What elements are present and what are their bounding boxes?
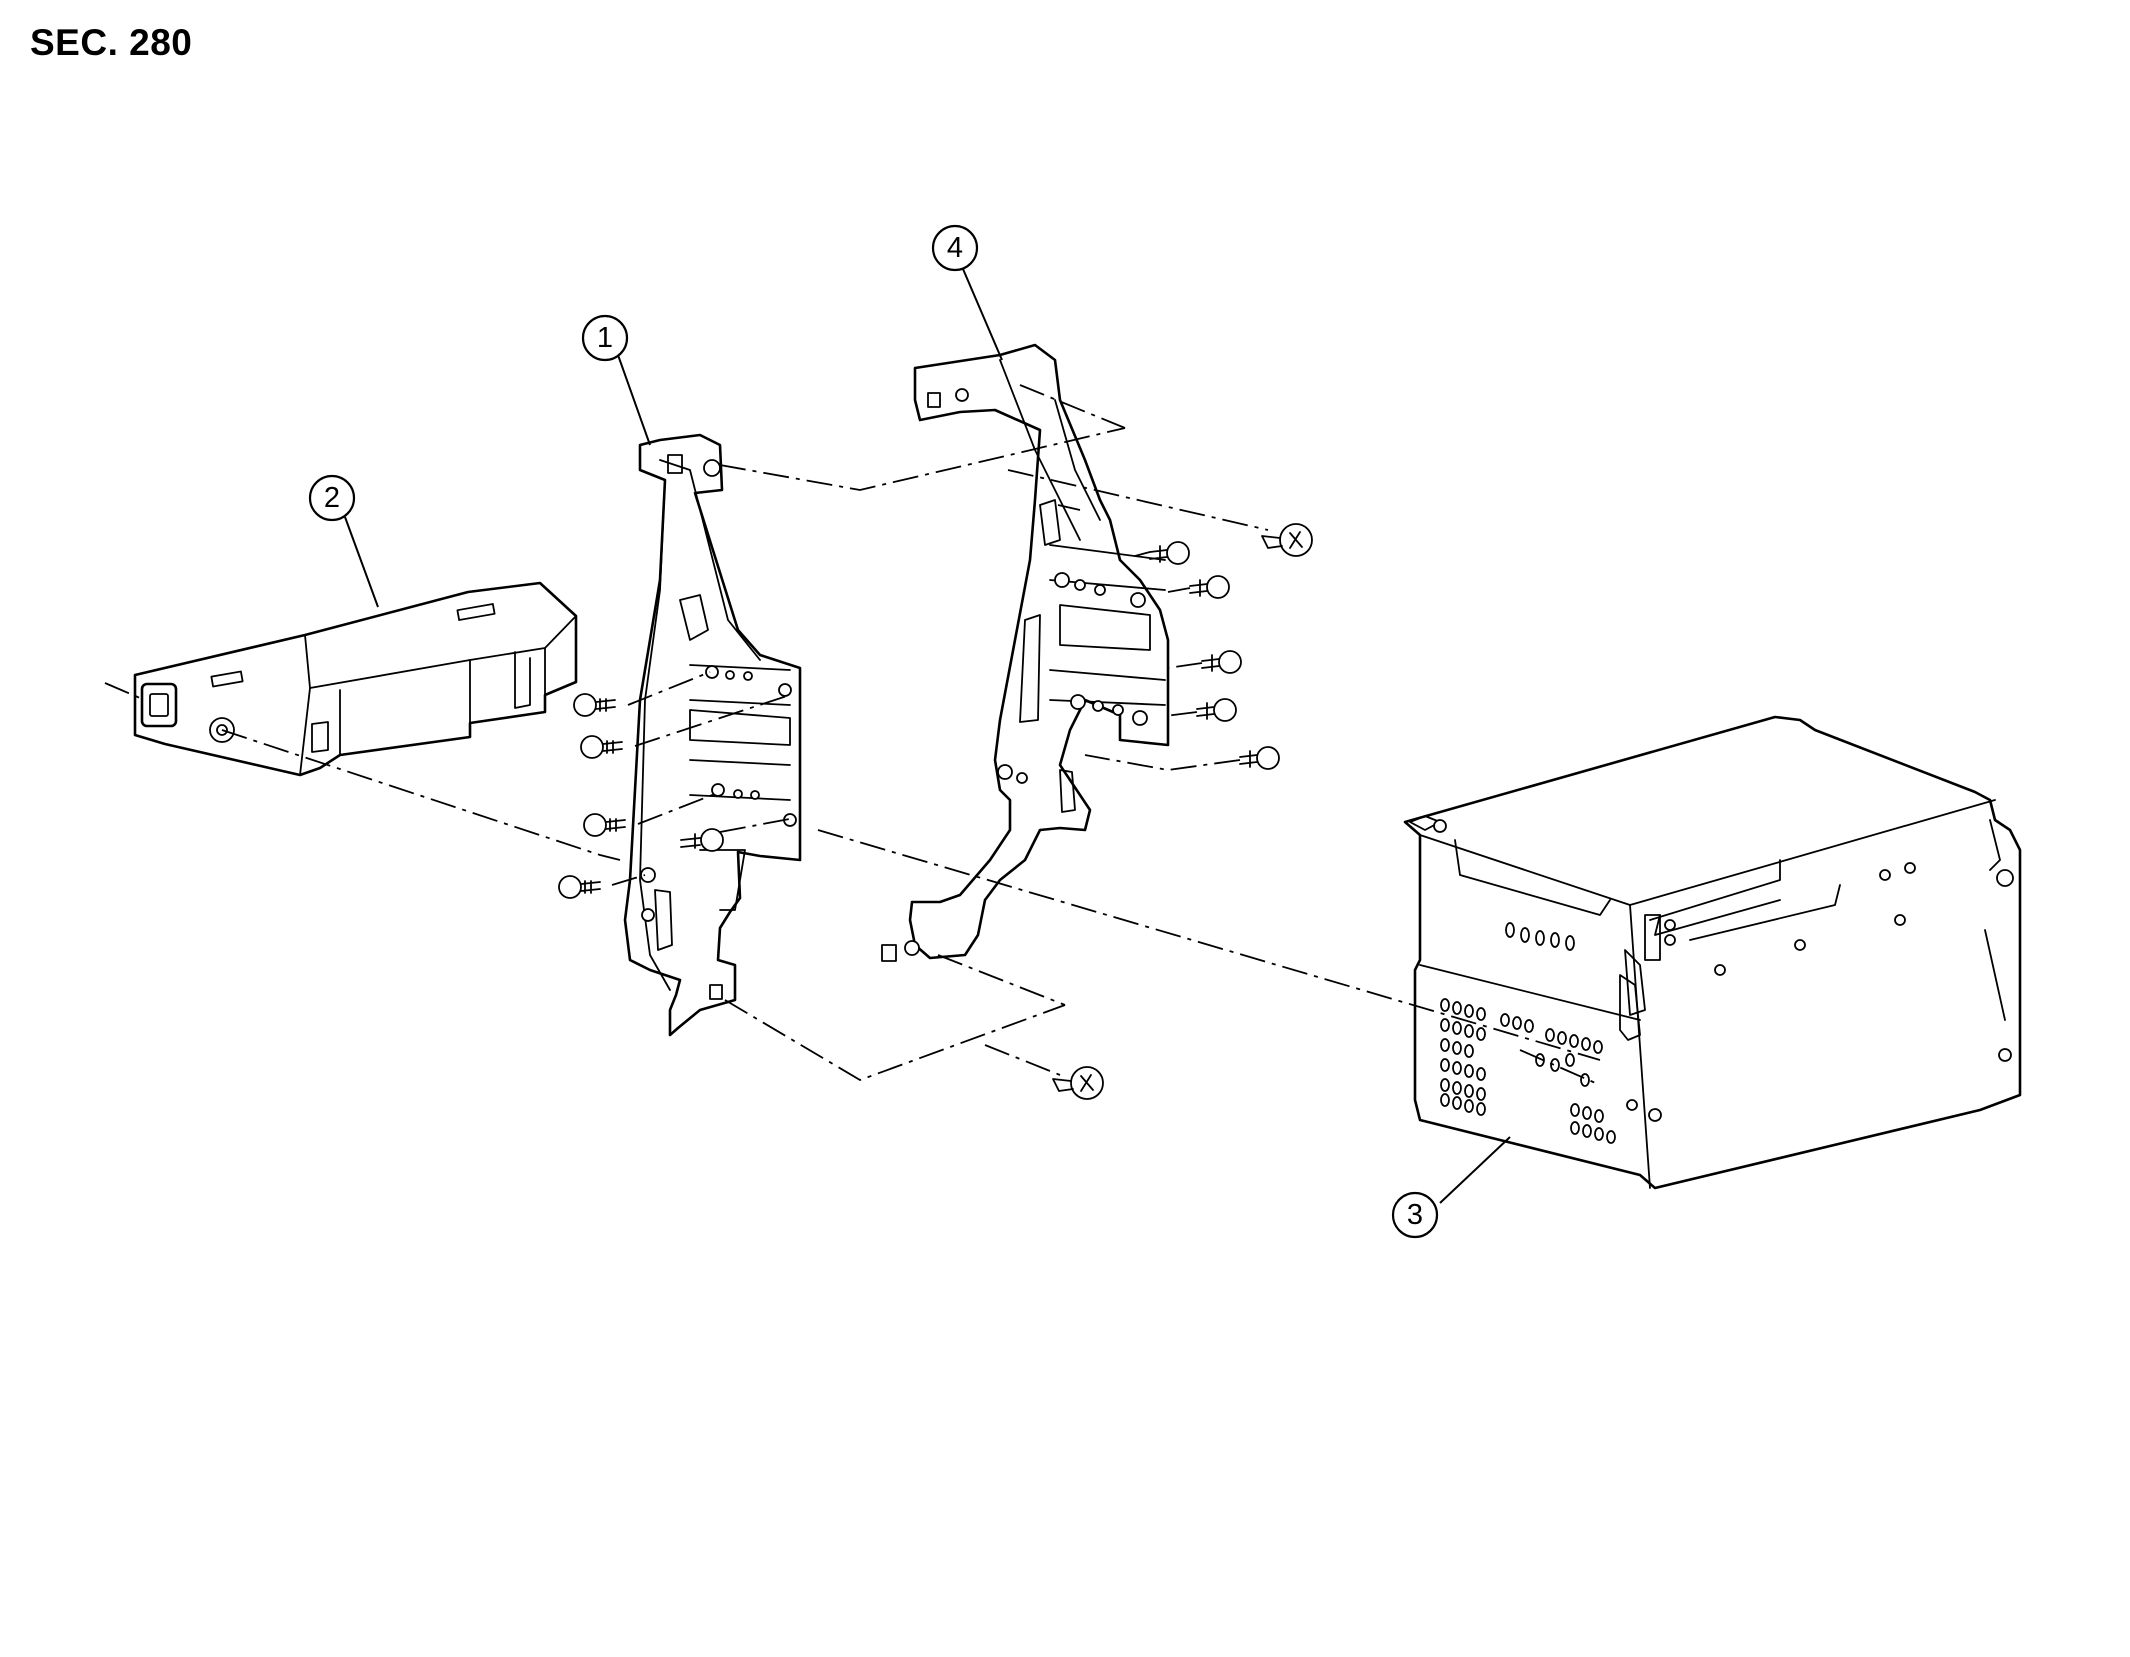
screw (680, 828, 724, 852)
screw (1196, 698, 1237, 722)
part-3-unit (1403, 715, 2022, 1190)
screws (558, 523, 1313, 1100)
screw (1149, 541, 1190, 565)
clip (1052, 1066, 1104, 1100)
callout-1-label: 1 (597, 322, 613, 354)
section-label: SEC. 280 (30, 22, 193, 63)
vent-pattern (1440, 922, 1616, 1144)
callout-2-circle (308, 474, 356, 522)
screw (1239, 746, 1280, 770)
screw (1189, 575, 1230, 599)
screw (580, 735, 623, 759)
clip (1261, 523, 1313, 557)
screw (583, 813, 626, 837)
part-4-bracket (881, 343, 1170, 962)
screw (573, 693, 616, 717)
alignment-lines (104, 384, 1601, 1086)
callout-4-circle (931, 224, 979, 272)
callout-2-label: 2 (324, 482, 340, 514)
part-1-bracket (623, 433, 802, 1037)
callout-1-circle (581, 314, 629, 362)
screw (558, 875, 601, 899)
callouts: 1 2 3 4 (308, 224, 1511, 1239)
callout-3-circle (1391, 1191, 1439, 1239)
screw (1201, 650, 1242, 674)
part-2-module (133, 581, 578, 777)
callout-4-label: 4 (947, 232, 963, 264)
callout-3-label: 3 (1407, 1199, 1423, 1231)
